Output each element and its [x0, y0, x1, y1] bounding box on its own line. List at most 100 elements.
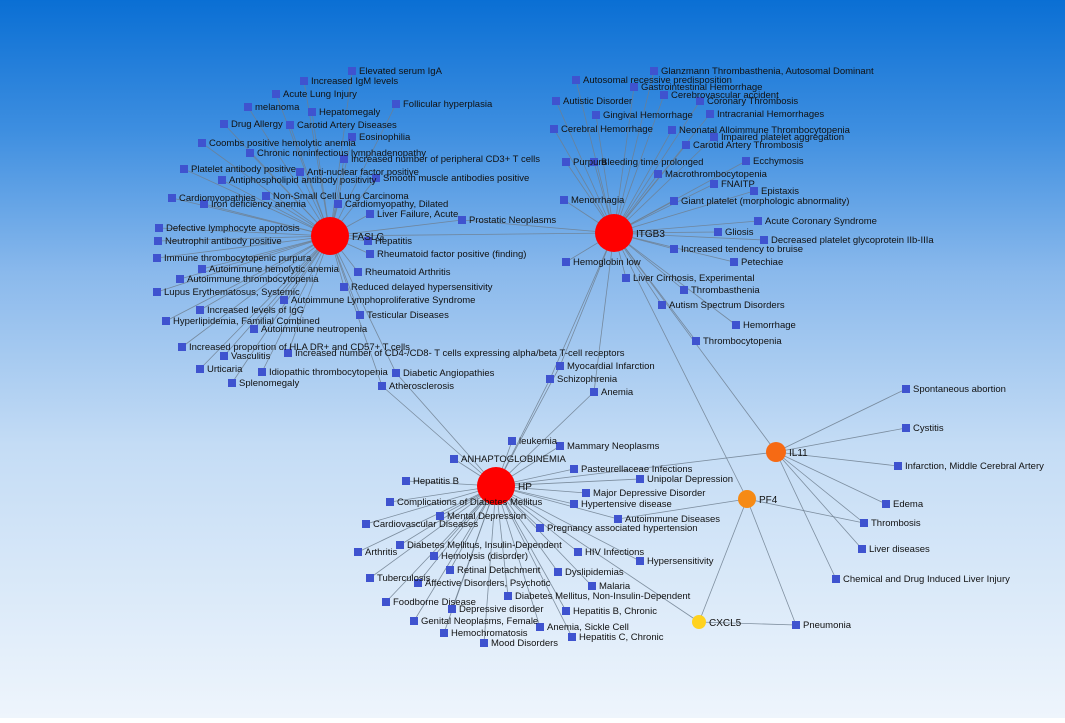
- disease-node-cystitis[interactable]: [902, 424, 910, 432]
- disease-node-diabetic-angiopathies[interactable]: [392, 369, 400, 377]
- disease-node-rheumatoid-factor-positive-finding[interactable]: [366, 250, 374, 258]
- gene-node-itgb3[interactable]: [595, 214, 633, 252]
- disease-node-smooth-muscle-antibodies-positive[interactable]: [372, 174, 380, 182]
- disease-node-malaria[interactable]: [588, 582, 596, 590]
- disease-node-impaired-platelet-aggregation[interactable]: [710, 133, 718, 141]
- disease-node-splenomegaly[interactable]: [228, 379, 236, 387]
- disease-node-petechiae[interactable]: [730, 258, 738, 266]
- disease-node-increased-levels-of-igg[interactable]: [196, 306, 204, 314]
- disease-node-anti-nuclear-factor-positive[interactable]: [296, 168, 304, 176]
- disease-node-neutrophil-antibody-positive[interactable]: [154, 237, 162, 245]
- disease-node-schizophrenia[interactable]: [546, 375, 554, 383]
- disease-node-bleeding-time-prolonged[interactable]: [590, 158, 598, 166]
- disease-node-hemochromatosis[interactable]: [440, 629, 448, 637]
- disease-node-autoimmune-diseases[interactable]: [614, 515, 622, 523]
- disease-node-unipolar-depression[interactable]: [636, 475, 644, 483]
- disease-node-hemorrhage[interactable]: [732, 321, 740, 329]
- disease-node-menorrhagia[interactable]: [560, 196, 568, 204]
- disease-node-rheumatoid-arthritis[interactable]: [354, 268, 362, 276]
- disease-node-platelet-antibody-positive[interactable]: [180, 165, 188, 173]
- disease-node-vasculitis[interactable]: [220, 352, 228, 360]
- gene-node-hp[interactable]: [477, 467, 515, 505]
- disease-node-cerebrovascular-accident[interactable]: [660, 91, 668, 99]
- disease-node-hepatitis-c-chronic[interactable]: [568, 633, 576, 641]
- disease-node-coronary-thrombosis[interactable]: [696, 97, 704, 105]
- disease-node-testicular-diseases[interactable]: [356, 311, 364, 319]
- disease-node-thrombasthenia[interactable]: [680, 286, 688, 294]
- disease-node-liver-failure-acute[interactable]: [366, 210, 374, 218]
- disease-node-defective-lymphocyte-apoptosis[interactable]: [155, 224, 163, 232]
- disease-node-increased-igm-levels[interactable]: [300, 77, 308, 85]
- disease-node-pregnancy-associated-hypertension[interactable]: [536, 524, 544, 532]
- disease-node-intracranial-hemorrhages[interactable]: [706, 110, 714, 118]
- disease-node-foodborne-disease[interactable]: [382, 598, 390, 606]
- disease-node-hepatitis-b[interactable]: [402, 477, 410, 485]
- disease-node-acute-coronary-syndrome[interactable]: [754, 217, 762, 225]
- disease-node-drug-allergy[interactable]: [220, 120, 228, 128]
- disease-node-tuberculosis[interactable]: [366, 574, 374, 582]
- disease-node-lupus-erythematosus-systemic[interactable]: [153, 288, 161, 296]
- disease-node-myocardial-infarction[interactable]: [556, 362, 564, 370]
- disease-node-gastrointestinal-hemorrhage[interactable]: [630, 83, 638, 91]
- disease-node-atherosclerosis[interactable]: [378, 382, 386, 390]
- disease-node-pasteurellaceae-infections[interactable]: [570, 465, 578, 473]
- disease-node-hypertensive-disease[interactable]: [570, 500, 578, 508]
- disease-node-thrombocytopenia[interactable]: [692, 337, 700, 345]
- disease-node-arthritis[interactable]: [354, 548, 362, 556]
- disease-node-glanzmann-thrombasthenia-autosomal-dominant[interactable]: [650, 67, 658, 75]
- gene-node-faslg[interactable]: [311, 217, 349, 255]
- disease-node-coombs-positive-hemolytic-anemia[interactable]: [198, 139, 206, 147]
- disease-node-complications-of-diabetes-mellitus[interactable]: [386, 498, 394, 506]
- disease-node-genital-neoplasms-female[interactable]: [410, 617, 418, 625]
- disease-node-iron-deficiency-anemia[interactable]: [200, 200, 208, 208]
- disease-node-affective-disorders-psychotic[interactable]: [414, 579, 422, 587]
- disease-node-mammary-neoplasms[interactable]: [556, 442, 564, 450]
- disease-node-dyslipidemias[interactable]: [554, 568, 562, 576]
- disease-node-carotid-artery-diseases[interactable]: [286, 121, 294, 129]
- disease-node-hemoglobin-low[interactable]: [562, 258, 570, 266]
- disease-node-urticaria[interactable]: [196, 365, 204, 373]
- disease-node-mood-disorders[interactable]: [480, 639, 488, 647]
- disease-node-macrothrombocytopenia[interactable]: [654, 170, 662, 178]
- disease-node-purpura[interactable]: [562, 158, 570, 166]
- disease-node-liver-cirrhosis-experimental[interactable]: [622, 274, 630, 282]
- gene-node-il11[interactable]: [766, 442, 786, 462]
- disease-node-diabetes-mellitus-non-insulin-dependent[interactable]: [504, 592, 512, 600]
- disease-node-cerebral-hemorrhage[interactable]: [550, 125, 558, 133]
- disease-node-leukemia[interactable]: [508, 437, 516, 445]
- disease-node-hepatitis[interactable]: [364, 237, 372, 245]
- disease-node-hepatitis-b-chronic[interactable]: [562, 607, 570, 615]
- disease-node-follicular-hyperplasia[interactable]: [392, 100, 400, 108]
- disease-node-thrombosis[interactable]: [860, 519, 868, 527]
- disease-node-decreased-platelet-glycoprotein-iib-iiia[interactable]: [760, 236, 768, 244]
- disease-node-spontaneous-abortion[interactable]: [902, 385, 910, 393]
- disease-node-epistaxis[interactable]: [750, 187, 758, 195]
- disease-node-fnaitp[interactable]: [710, 180, 718, 188]
- disease-node-increased-proportion-of-hla-dr-and-cd57-t-cells[interactable]: [178, 343, 186, 351]
- disease-node-edema[interactable]: [882, 500, 890, 508]
- disease-node-ecchymosis[interactable]: [742, 157, 750, 165]
- disease-node-major-depressive-disorder[interactable]: [582, 489, 590, 497]
- disease-node-autoimmune-hemolytic-anemia[interactable]: [198, 265, 206, 273]
- disease-node-anemia-sickle-cell[interactable]: [536, 623, 544, 631]
- disease-node-cardiomyopathies[interactable]: [168, 194, 176, 202]
- disease-node-pneumonia[interactable]: [792, 621, 800, 629]
- disease-node-idiopathic-thrombocytopenia[interactable]: [258, 368, 266, 376]
- disease-node-autoimmune-lymphoproliferative-syndrome[interactable]: [280, 296, 288, 304]
- gene-node-pf4[interactable]: [738, 490, 756, 508]
- disease-node-hyperlipidemia-familial-combined[interactable]: [162, 317, 170, 325]
- disease-node-antiphospholipid-antibody-positivity[interactable]: [218, 176, 226, 184]
- disease-node-anhaptoglobinemia[interactable]: [450, 455, 458, 463]
- disease-node-increased-tendency-to-bruise[interactable]: [670, 245, 678, 253]
- disease-node-neonatal-alloimmune-thrombocytopenia[interactable]: [668, 126, 676, 134]
- disease-node-melanoma[interactable]: [244, 103, 252, 111]
- disease-node-hiv-infections[interactable]: [574, 548, 582, 556]
- disease-node-cardiomyopathy-dilated[interactable]: [334, 200, 342, 208]
- disease-node-autosomal-recessive-predisposition[interactable]: [572, 76, 580, 84]
- disease-node-prostatic-neoplasms[interactable]: [458, 216, 466, 224]
- disease-node-eosinophilia[interactable]: [348, 133, 356, 141]
- disease-node-infarction-middle-cerebral-artery[interactable]: [894, 462, 902, 470]
- disease-node-chemical-and-drug-induced-liver-injury[interactable]: [832, 575, 840, 583]
- disease-node-increased-number-of-peripheral-cd3-t-cells[interactable]: [340, 155, 348, 163]
- disease-node-mental-depression[interactable]: [436, 512, 444, 520]
